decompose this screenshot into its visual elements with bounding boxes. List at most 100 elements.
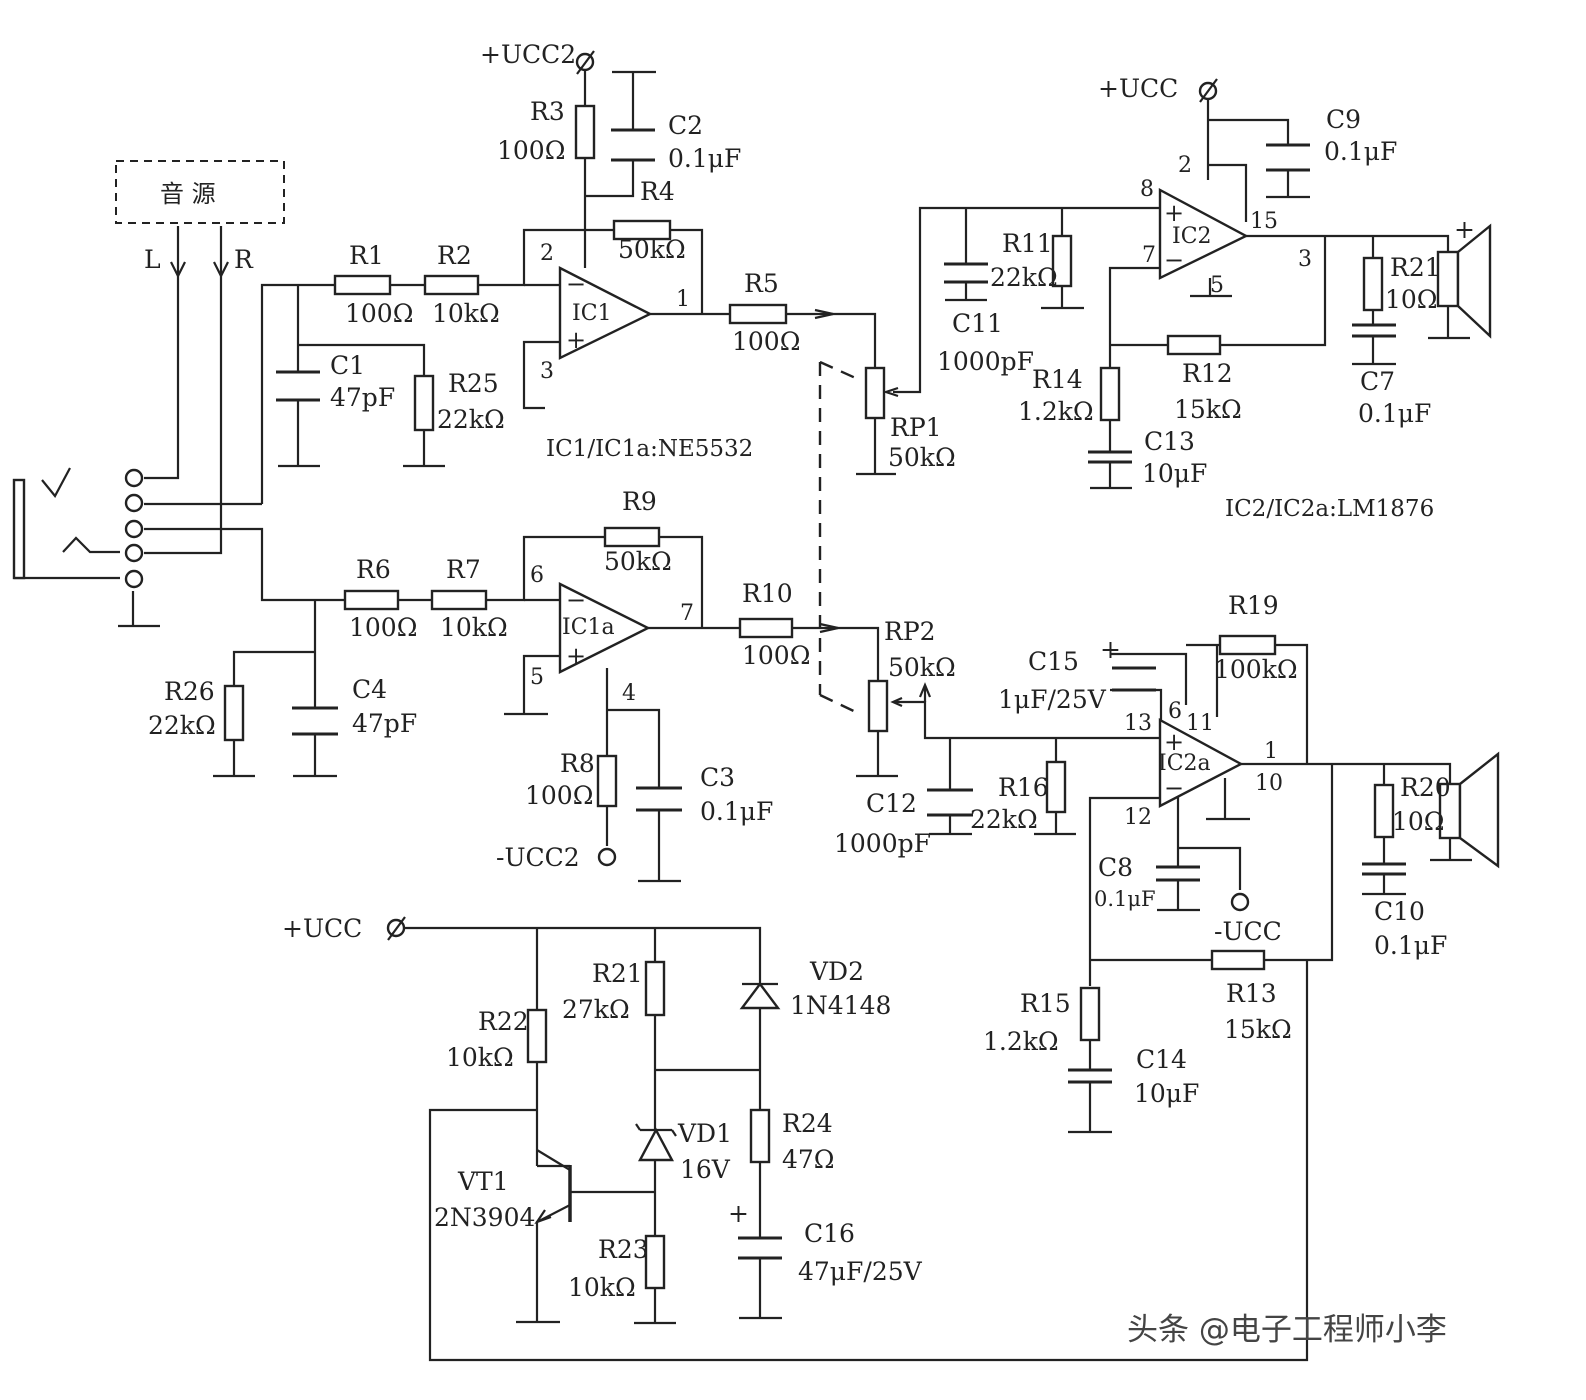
wires — [13, 62, 1472, 1362]
rp1-value: 50kΩ — [888, 443, 956, 472]
svg-text:−: − — [566, 270, 586, 298]
capacitors — [276, 128, 1406, 1260]
r19-value: 100kΩ — [1214, 655, 1298, 684]
vt1-id: VT1 — [457, 1167, 509, 1196]
c14-id: C14 — [1136, 1045, 1187, 1074]
r16-value: 22kΩ — [970, 805, 1038, 834]
c16-polarity: + — [728, 1199, 749, 1228]
r14-value: 1.2kΩ — [1018, 397, 1094, 426]
r5-value: 100Ω — [732, 327, 800, 356]
r21-spk-value: 10Ω — [1385, 285, 1438, 314]
c10-id: C10 — [1374, 897, 1425, 926]
pin-ic1a-4: 4 — [622, 681, 636, 706]
c8-value: 0.1μF — [1094, 887, 1156, 911]
c4-id: C4 — [352, 675, 387, 704]
svg-text:+: + — [566, 642, 586, 670]
pin-ic2-3: 3 — [1298, 247, 1312, 272]
vt1-value: 2N3904 — [434, 1203, 535, 1232]
r3-value: 100Ω — [497, 136, 565, 165]
r25-value: 22kΩ — [437, 405, 505, 434]
r4-value: 50kΩ — [618, 235, 686, 264]
speaker-polarity: + — [1454, 215, 1475, 244]
pin-ic2-2: 2 — [1178, 153, 1192, 178]
r26-id: R26 — [164, 677, 215, 706]
r12-value: 15kΩ — [1174, 395, 1242, 424]
c4-value: 47pF — [352, 709, 417, 738]
pin-ic2-15: 15 — [1250, 209, 1278, 234]
r8-value: 100Ω — [525, 781, 593, 810]
c9-value: 0.1μF — [1324, 137, 1397, 166]
pin-ic1-2: 2 — [540, 241, 554, 266]
audio-jack — [12, 468, 144, 589]
pin-ic1a-6: 6 — [530, 563, 544, 588]
speakers — [1436, 223, 1500, 869]
r5-id: R5 — [744, 269, 779, 298]
r20-value: 10Ω — [1392, 807, 1445, 836]
svg-text:+: + — [566, 326, 586, 354]
r6-value: 100Ω — [349, 613, 417, 642]
signal-arrows — [814, 308, 932, 708]
c11-value: 1000pF — [937, 347, 1034, 376]
pin-ic1-1: 1 — [676, 287, 690, 312]
c14-value: 10μF — [1134, 1079, 1199, 1108]
pin-ic2a-10: 10 — [1255, 771, 1283, 796]
r7-value: 10kΩ — [440, 613, 508, 642]
r1-value: 100Ω — [345, 299, 413, 328]
channel-right-label: R — [234, 245, 254, 274]
r1-id: R1 — [349, 241, 384, 270]
labels: 音 源 L R +UCC2 -UCC2 +UCC +UCC -UCC IC1 I… — [144, 40, 1475, 1348]
pin-ic2a-13: 13 — [1124, 711, 1152, 736]
chip-ic2: IC2 — [1172, 224, 1212, 249]
semiconductors — [534, 982, 781, 1225]
c16-id: C16 — [804, 1219, 855, 1248]
note-ic2: IC2/IC2a:LM1876 — [1225, 496, 1434, 522]
r22-value: 10kΩ — [446, 1043, 514, 1072]
resistors — [223, 104, 1395, 1290]
r11-value: 22kΩ — [990, 263, 1058, 292]
r2-value: 10kΩ — [432, 299, 500, 328]
c8-id: C8 — [1098, 853, 1133, 882]
r23-id: R23 — [598, 1235, 649, 1264]
r14-id: R14 — [1032, 365, 1083, 394]
r21-spk-id: R21 — [1390, 253, 1441, 282]
r12-id: R12 — [1182, 359, 1233, 388]
r6-id: R6 — [356, 555, 391, 584]
r4-id: R4 — [640, 177, 675, 206]
supply-ucc-reg: +UCC — [282, 914, 362, 943]
vd2-id: VD2 — [809, 957, 864, 986]
svg-text:−: − — [1164, 246, 1184, 274]
chip-ic1a: IC1a — [562, 615, 615, 640]
pin-ic1-3: 3 — [540, 359, 554, 384]
c1-value: 47pF — [330, 383, 395, 412]
chip-ic2a: IC2a — [1158, 751, 1211, 776]
r13-id: R13 — [1226, 979, 1277, 1008]
supply-ucc2-pos: +UCC2 — [480, 40, 576, 69]
c13-id: C13 — [1144, 427, 1195, 456]
r9-id: R9 — [622, 487, 657, 516]
r7-id: R7 — [446, 555, 481, 584]
c12-id: C12 — [866, 789, 917, 818]
r15-value: 1.2kΩ — [983, 1027, 1059, 1056]
c9-id: C9 — [1326, 105, 1361, 134]
r25-id: R25 — [448, 369, 499, 398]
r21-reg-value: 27kΩ — [562, 995, 630, 1024]
c15-polarity: + — [1100, 635, 1121, 664]
c7-id: C7 — [1360, 367, 1395, 396]
c15-value: 1μF/25V — [998, 685, 1107, 714]
vd1-value: 16V — [680, 1155, 731, 1184]
supply-ucc-top: +UCC — [1098, 74, 1178, 103]
r16-id: R16 — [998, 773, 1049, 802]
r23-value: 10kΩ — [568, 1273, 636, 1302]
r13-value: 15kΩ — [1224, 1015, 1292, 1044]
r11-id: R11 — [1002, 229, 1053, 258]
chip-ic1: IC1 — [572, 301, 612, 326]
vd1-id: VD1 — [677, 1119, 732, 1148]
r26-value: 22kΩ — [148, 711, 216, 740]
pin-ic2-8: 8 — [1140, 177, 1154, 202]
r15-id: R15 — [1020, 989, 1071, 1018]
pin-ic1a-5: 5 — [530, 665, 544, 690]
r19-id: R19 — [1228, 591, 1279, 620]
opamps — [558, 187, 1249, 808]
r21-reg-id: R21 — [592, 959, 643, 988]
r10-value: 100Ω — [742, 641, 810, 670]
